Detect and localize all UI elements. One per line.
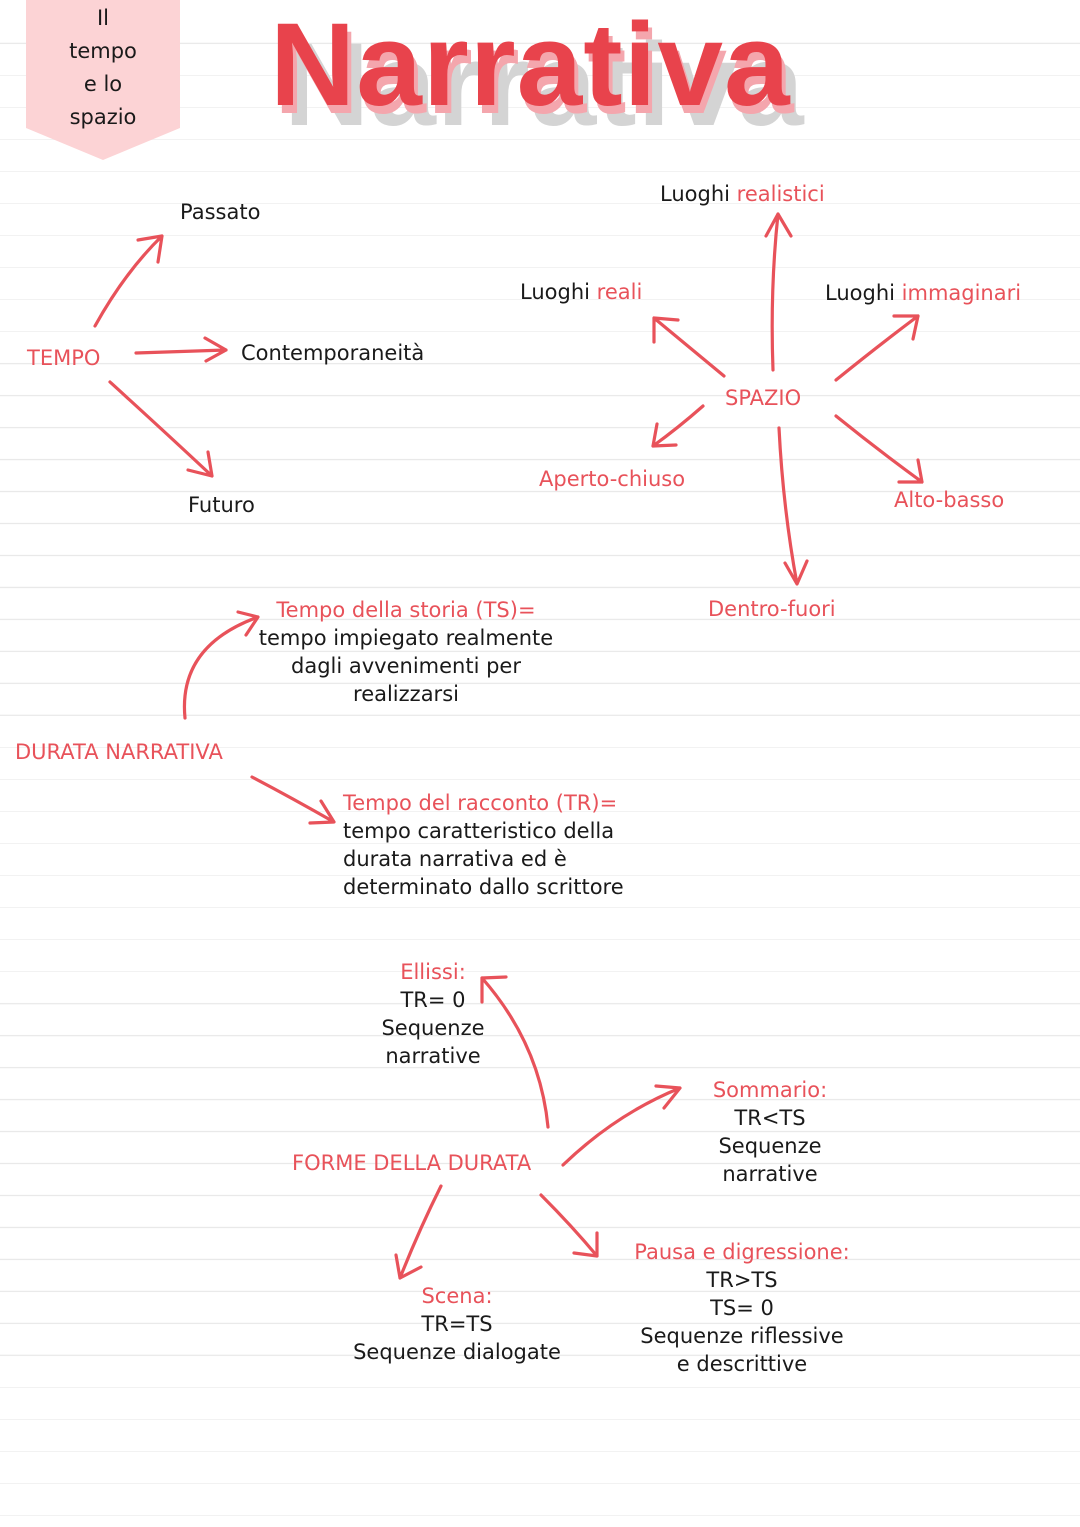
forme-ellissi-line2: Sequenze: [381, 1016, 485, 1040]
durata-ts-line3: realizzarsi: [353, 682, 459, 706]
forme-center-label: FORME DELLA DURATA: [292, 1151, 532, 1175]
corner-tag-shape: [26, 0, 180, 160]
durata-ts-title: Tempo della storia (TS)=: [276, 598, 536, 622]
arrow-tempo-passato: [93, 234, 164, 328]
arrow-tempo-futuro: [108, 380, 214, 478]
durata-center-label: DURATA NARRATIVA: [15, 740, 223, 764]
tempo-center-label: TEMPO: [27, 346, 101, 370]
durata-ts-line2: dagli avvenimenti per: [291, 654, 521, 678]
durata-ts-block: Tempo della storia (TS)= tempo impiegato…: [256, 596, 556, 708]
page-title-text: Narrativa: [270, 0, 791, 131]
corner-tag-label: Il tempo e lo spazio: [69, 6, 137, 129]
page-title-shadow: Narrativa: [284, 19, 805, 151]
durata-ts-line1: tempo impiegato realmente: [258, 626, 554, 650]
arrow-spazio-aperto: [651, 404, 705, 448]
arrow-spazio-reali: [652, 316, 726, 378]
luoghi-realistici-word: realistici: [736, 182, 825, 206]
forme-ellissi-line1: TR= 0: [400, 988, 466, 1012]
forme-sommario-line2: Sequenze: [718, 1134, 822, 1158]
spazio-luoghi-realistici: Luoghi realistici: [660, 180, 825, 208]
spazio-luoghi-reali: Luoghi reali: [520, 278, 642, 306]
arrow-forme-ellissi: [480, 975, 550, 1129]
spazio-center-label: SPAZIO: [725, 386, 802, 410]
durata-tr-line2: durata narrativa ed è: [343, 847, 567, 871]
luoghi-immaginari-word: immaginari: [901, 281, 1022, 305]
forme-pausa-title: Pausa e digressione:: [634, 1240, 850, 1264]
durata-tr-line1: tempo caratteristico della: [343, 819, 615, 843]
arrow-forme-scena: [394, 1184, 443, 1280]
tempo-futuro-label: Futuro: [188, 493, 255, 517]
forme-sommario-line3: narrative: [722, 1162, 818, 1186]
forme-scena-title: Scena:: [421, 1284, 493, 1308]
arrow-durata-tr: [250, 775, 336, 825]
forme-sommario-line1: TR<TS: [734, 1106, 806, 1130]
arrow-spazio-alto: [834, 414, 924, 484]
spazio-alto-basso: Alto-basso: [894, 488, 1005, 512]
page-title: Narrativa Narrativa Narrativa: [270, 0, 870, 160]
arrow-durata-ts: [182, 610, 260, 720]
forme-pausa-line1: TR>TS: [706, 1268, 778, 1292]
forme-sommario-title: Sommario:: [712, 1078, 828, 1102]
luoghi-immaginari-prefix: Luoghi: [825, 281, 895, 305]
forme-scena-block: Scena: TR=TS Sequenze dialogate: [337, 1282, 577, 1366]
tempo-contemporaneita-label: Contemporaneità: [241, 341, 425, 365]
tempo-passato-label: Passato: [180, 200, 261, 224]
durata-tr-title: Tempo del racconto (TR)=: [343, 791, 618, 815]
durata-tr-block: Tempo del racconto (TR)= tempo caratteri…: [343, 789, 624, 901]
luoghi-reali-word: reali: [596, 280, 643, 304]
arrow-spazio-immaginari: [834, 314, 920, 382]
arrow-spazio-realistici: [764, 212, 793, 372]
luoghi-realistici-prefix: Luoghi: [660, 182, 730, 206]
durata-tr-line3: determinato dallo scrittore: [343, 875, 624, 899]
forme-ellissi-title: Ellissi:: [400, 960, 466, 984]
spazio-dentro-fuori: Dentro-fuori: [708, 597, 836, 621]
arrow-tempo-contemporaneita: [134, 336, 228, 363]
forme-pausa-line2: TS= 0: [710, 1296, 774, 1320]
forme-ellissi-line3: narrative: [385, 1044, 481, 1068]
spazio-aperto-chiuso: Aperto-chiuso: [539, 467, 686, 491]
forme-scena-line2: Sequenze dialogate: [353, 1340, 561, 1364]
forme-pausa-line4: e descrittive: [676, 1352, 808, 1376]
forme-ellissi-block: Ellissi: TR= 0 Sequenze narrative: [353, 958, 513, 1070]
arrow-forme-sommario: [561, 1084, 682, 1167]
arrow-spazio-dentro: [777, 426, 809, 586]
forme-pausa-block: Pausa e digressione: TR>TS TS= 0 Sequenz…: [617, 1238, 867, 1378]
arrow-forme-pausa: [539, 1193, 599, 1258]
forme-sommario-block: Sommario: TR<TS Sequenze narrative: [690, 1076, 850, 1188]
spazio-luoghi-immaginari: Luoghi immaginari: [825, 279, 1021, 307]
luoghi-reali-prefix: Luoghi: [520, 280, 590, 304]
forme-scena-line1: TR=TS: [421, 1312, 493, 1336]
page-title-highlight: Narrativa: [274, 7, 795, 139]
forme-pausa-line3: Sequenze riflessive: [640, 1324, 844, 1348]
